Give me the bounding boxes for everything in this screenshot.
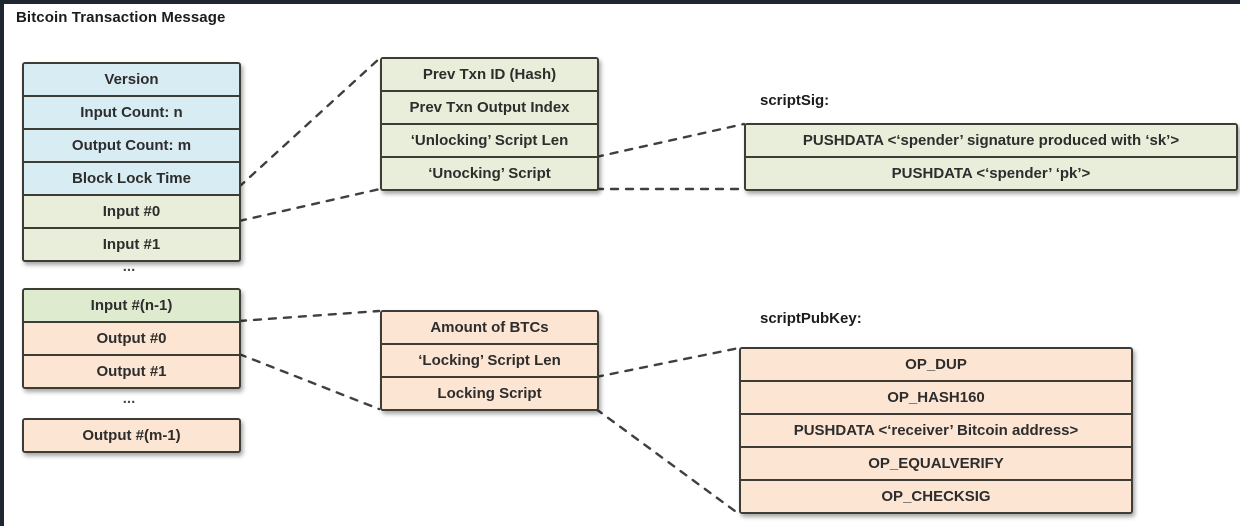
field-pushdata-pk: PUSHDATA <‘spender’ ‘pk’> — [746, 156, 1236, 189]
tx-message-group-3: Output #(m-1) — [22, 418, 241, 453]
field-op-hash160: OP_HASH160 — [741, 380, 1131, 413]
field-op-equalverify: OP_EQUALVERIFY — [741, 446, 1131, 479]
script-pub-key-label: scriptPubKey: — [760, 310, 862, 327]
field-output-m-1: Output #(m-1) — [24, 420, 239, 451]
ellipsis-inputs: ... — [122, 258, 136, 275]
connector-unlocking-script-top — [594, 122, 746, 159]
connector-input0-bottom — [237, 187, 382, 223]
connector-output0-top — [237, 309, 381, 323]
field-prev-txn-output-index: Prev Txn Output Index — [382, 90, 597, 123]
field-version: Version — [24, 64, 239, 95]
field-op-dup: OP_DUP — [741, 349, 1131, 380]
field-pushdata-receiver: PUSHDATA <‘receiver’ Bitcoin address> — [741, 413, 1131, 446]
script-sig-label: scriptSig: — [760, 92, 830, 109]
connector-locking-script-top — [594, 346, 741, 379]
output-detail-group: Amount of BTCs ‘Locking’ Script Len Lock… — [380, 310, 599, 411]
field-input-1: Input #1 — [24, 227, 239, 260]
field-input-count: Input Count: n — [24, 95, 239, 128]
frame-left-edge — [0, 0, 4, 526]
field-pushdata-signature: PUSHDATA <‘spender’ signature produced w… — [746, 125, 1236, 156]
ellipsis-outputs: ... — [122, 390, 136, 407]
frame-top-edge — [0, 0, 1240, 4]
field-prev-txn-id: Prev Txn ID (Hash) — [382, 59, 597, 90]
field-locking-script: Locking Script — [382, 376, 597, 409]
script-sig-group: PUSHDATA <‘spender’ signature produced w… — [744, 123, 1238, 191]
field-unlocking-script-len: ‘Unlocking’ Script Len — [382, 123, 597, 156]
tx-message-group-1: Version Input Count: n Output Count: m B… — [22, 62, 241, 262]
page-title: Bitcoin Transaction Message — [16, 9, 226, 26]
field-input-n-1: Input #(n-1) — [24, 290, 239, 321]
field-block-lock-time: Block Lock Time — [24, 161, 239, 194]
field-amount-of-btcs: Amount of BTCs — [382, 312, 597, 343]
script-pub-key-group: OP_DUP OP_HASH160 PUSHDATA <‘receiver’ B… — [739, 347, 1133, 514]
input-detail-group: Prev Txn ID (Hash) Prev Txn Output Index… — [380, 57, 599, 191]
field-unlocking-script: ‘Unocking’ Script — [382, 156, 597, 189]
field-output-1: Output #1 — [24, 354, 239, 387]
connector-output0-bottom — [237, 352, 381, 411]
connector-locking-script-bottom — [594, 407, 741, 516]
tx-message-group-2: Input #(n-1) Output #0 Output #1 — [22, 288, 241, 389]
field-input-0: Input #0 — [24, 194, 239, 227]
field-output-count: Output Count: m — [24, 128, 239, 161]
field-locking-script-len: ‘Locking’ Script Len — [382, 343, 597, 376]
field-op-checksig: OP_CHECKSIG — [741, 479, 1131, 512]
connector-input0-top — [237, 56, 382, 189]
field-output-0: Output #0 — [24, 321, 239, 354]
